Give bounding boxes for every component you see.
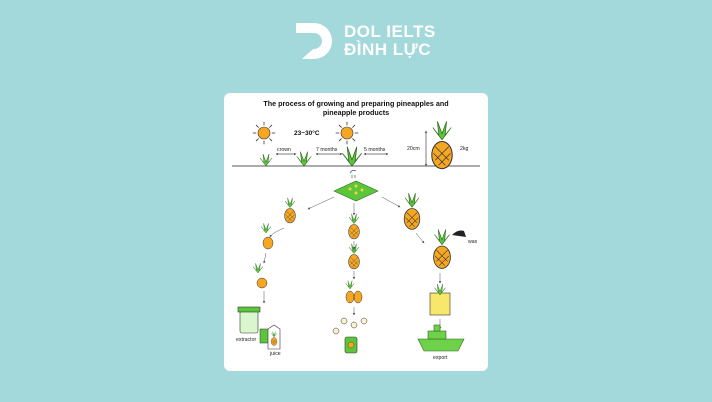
months5-label: 5 months bbox=[364, 147, 386, 153]
brand-logo: DOL IELTS ĐÌNH LỰC bbox=[292, 16, 436, 66]
sun-icon bbox=[335, 121, 359, 145]
crown-plant-icon bbox=[259, 153, 273, 167]
shower-icon bbox=[349, 170, 357, 178]
ripe-pineapple-icon bbox=[432, 121, 452, 168]
process-diagram bbox=[232, 93, 480, 354]
brand-subname: ĐÌNH LỰC bbox=[344, 40, 432, 59]
weight-label: 2kg bbox=[460, 146, 469, 152]
packed-crate-icon bbox=[429, 292, 451, 316]
height-label: 20cm bbox=[407, 146, 420, 152]
temperature-label: 23~30°C bbox=[294, 130, 320, 137]
extractor-icon bbox=[239, 310, 259, 334]
extractor-label: extractor bbox=[236, 337, 257, 343]
washing-station-icon bbox=[333, 180, 379, 202]
brand-name: DOL IELTS bbox=[344, 22, 436, 41]
wax-label: wax bbox=[468, 239, 478, 245]
crown-label: crown bbox=[277, 147, 291, 153]
months7-label: 7 months bbox=[316, 147, 338, 153]
ship-icon bbox=[417, 338, 465, 352]
wax-brush-icon bbox=[452, 230, 466, 237]
diagram-title: The process of growing and preparing pin… bbox=[263, 99, 449, 117]
dol-logo-icon bbox=[296, 23, 332, 59]
juice-label: juice bbox=[270, 351, 281, 357]
sun-icon bbox=[252, 121, 276, 145]
diagram-card: The process of growing and preparing pin… bbox=[224, 93, 488, 371]
export-label: export bbox=[433, 355, 448, 361]
